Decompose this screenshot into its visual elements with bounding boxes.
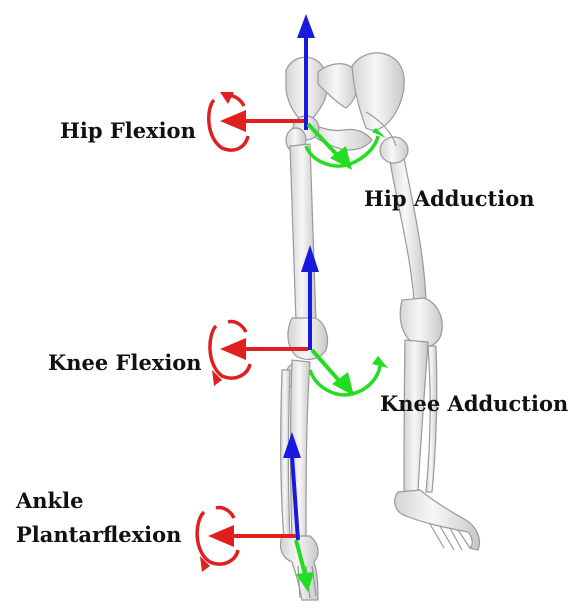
knee-adduction-label: Knee Adduction <box>380 391 568 416</box>
hip-adduction-label: Hip Adduction <box>364 186 534 211</box>
front-femur <box>290 144 316 322</box>
hip-vertical-arrowhead <box>297 14 315 38</box>
knee-flexion-arrowhead <box>220 338 246 360</box>
background-foot <box>395 490 480 550</box>
ankle-label-line1: Ankle <box>16 488 83 513</box>
background-knee <box>400 298 442 347</box>
front-knee <box>288 318 328 359</box>
ankle-flexion-arrowhead <box>208 525 234 547</box>
ankle-label-line2: Plantarflexion <box>16 522 181 547</box>
background-fibula <box>426 346 437 492</box>
right-iliac-wing <box>352 53 404 130</box>
hip-flexion-label: Hip Flexion <box>60 118 196 143</box>
background-femur <box>388 148 426 300</box>
hip-flexion-arrowhead <box>220 110 246 132</box>
knee-flexion-label: Knee Flexion <box>48 350 202 375</box>
hip-flexion-rotation-head <box>220 92 234 104</box>
